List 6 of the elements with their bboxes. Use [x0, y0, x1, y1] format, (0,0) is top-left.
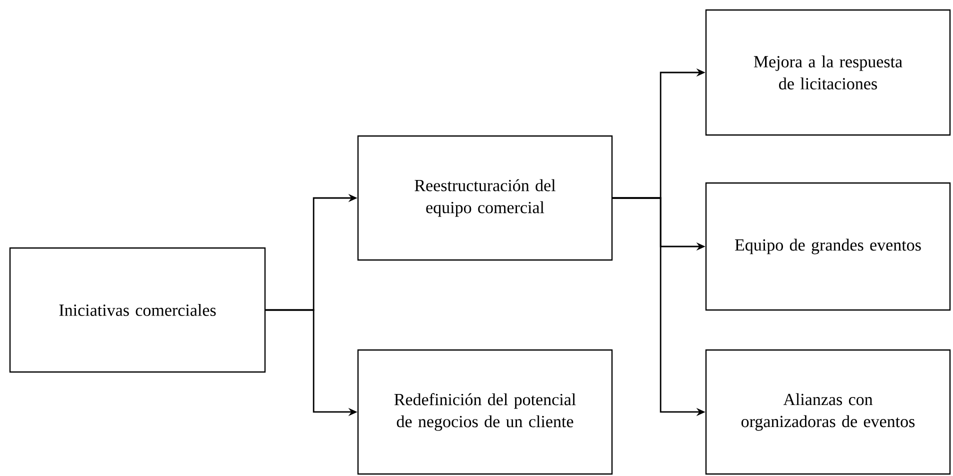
process-box: Iniciativas comerciales: [9, 247, 266, 373]
process-box: Alianzas con organizadoras de eventos: [705, 349, 951, 475]
process-box: Redefinición del potencial de negocios de un cliente: [357, 349, 613, 475]
process-box: Reestructuración del equipo comercial: [357, 135, 613, 261]
process-box: Mejora a la respuesta de licitaciones: [705, 9, 951, 136]
process-box: Equipo de grandes eventos: [705, 182, 951, 311]
